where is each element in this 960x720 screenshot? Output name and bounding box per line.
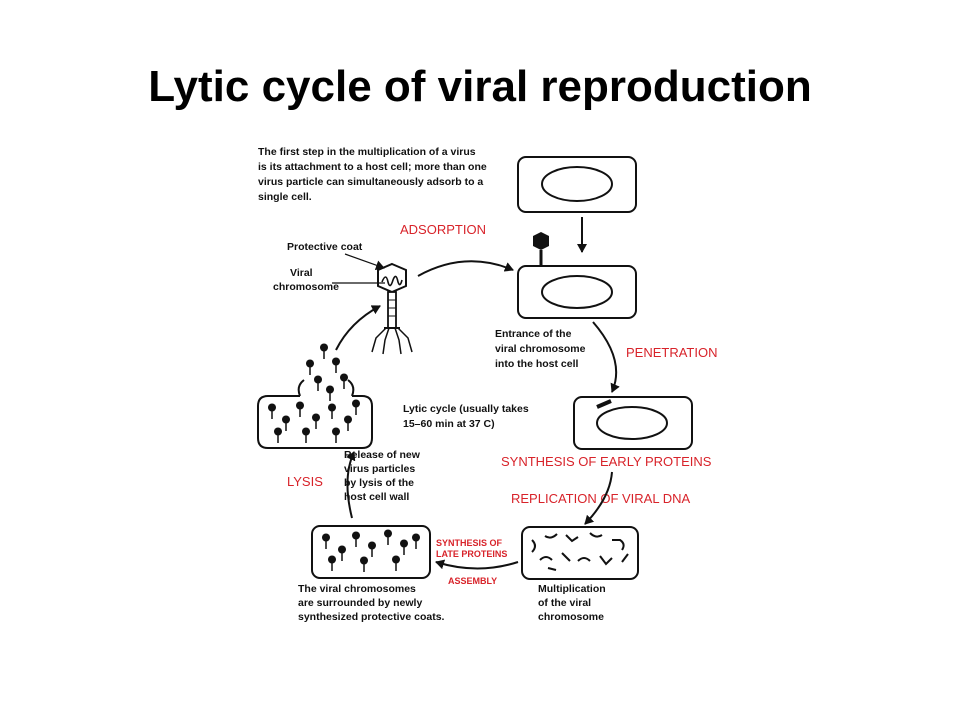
intro-text: The first step in the multiplication of …	[258, 146, 487, 203]
label-entrance: viral chromosome	[495, 343, 586, 355]
page-title: Lytic cycle of viral reproduction	[148, 62, 812, 111]
label-release: virus particles	[344, 463, 415, 475]
stage-early-proteins: SYNTHESIS OF EARLY PROTEINS	[501, 454, 712, 469]
label-viral-chromosome: chromosome	[273, 281, 339, 293]
host-cell-adsorption	[517, 232, 637, 319]
arrow-replication	[584, 471, 613, 525]
arrow-to-adsorption	[417, 260, 514, 277]
stage-assembly: ASSEMBLY	[448, 576, 497, 586]
label-surrounded: are surrounded by newly	[298, 597, 422, 609]
stage-replication: REPLICATION OF VIRAL DNA	[511, 491, 690, 506]
host-cell-initial	[517, 156, 637, 213]
stage-late-proteins: SYNTHESIS OF	[436, 538, 503, 548]
label-lytic-cycle: 15–60 min at 37 C)	[403, 418, 495, 430]
label-entrance: Entrance of the	[495, 328, 572, 340]
label-surrounded: The viral chromosomes	[298, 583, 416, 595]
pointer-coat	[344, 253, 385, 271]
stage-lysis: LYSIS	[287, 474, 323, 489]
host-cell-penetration	[573, 396, 693, 450]
label-multiplication: of the viral	[538, 597, 591, 609]
host-cell-assembly	[311, 525, 431, 579]
arrow-assembly	[435, 559, 519, 570]
label-multiplication: Multiplication	[538, 583, 606, 595]
label-release: Release of new	[344, 449, 421, 461]
label-multiplication: chromosome	[538, 611, 604, 623]
label-lytic-cycle: Lytic cycle (usually takes	[403, 403, 529, 415]
stage-late-proteins: LATE PROTEINS	[436, 549, 507, 559]
host-cell-lysis	[257, 342, 373, 449]
intro-line: single cell.	[258, 191, 312, 203]
arrow-lysis	[346, 451, 356, 519]
label-surrounded: synthesized protective coats.	[298, 611, 445, 623]
label-protective-coat: Protective coat	[287, 241, 363, 253]
label-viral-chromosome: Viral	[290, 267, 313, 279]
arrow-to-phage	[335, 305, 381, 351]
intro-line: virus particle can simultaneously adsorb…	[258, 176, 483, 188]
arrow-penetration	[592, 321, 620, 393]
bacteriophage-icon	[371, 262, 413, 355]
host-cell-multiplication	[521, 526, 639, 580]
label-entrance: into the host cell	[495, 358, 579, 370]
label-release: host cell wall	[344, 491, 409, 503]
stage-penetration: PENETRATION	[626, 345, 718, 360]
intro-line: The first step in the multiplication of …	[258, 146, 476, 158]
intro-line: is its attachment to a host cell; more t…	[258, 161, 487, 173]
label-release: by lysis of the	[344, 477, 414, 489]
stage-adsorption: ADSORPTION	[400, 222, 486, 237]
